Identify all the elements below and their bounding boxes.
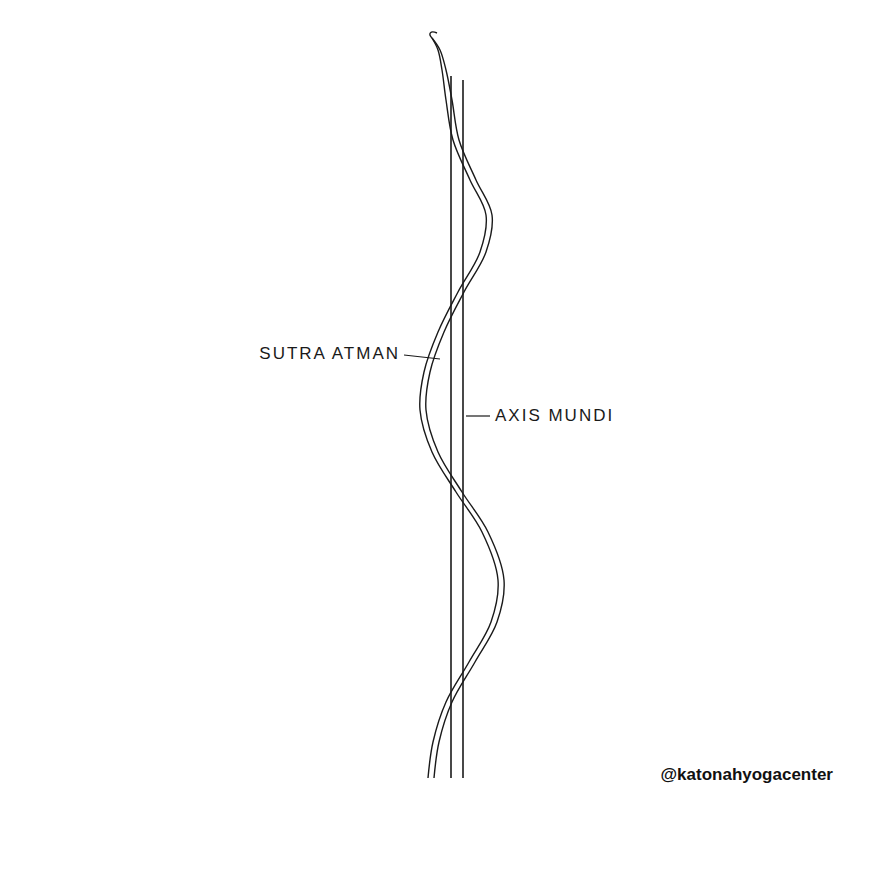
axis-line <box>450 76 452 778</box>
strand-edge <box>426 38 505 778</box>
leader-line <box>466 415 490 416</box>
strand-tip <box>430 32 437 38</box>
strand-edge <box>420 38 499 778</box>
leader-line <box>404 355 440 359</box>
strand <box>420 32 505 778</box>
part-label: AXIS MUNDI <box>495 406 614 426</box>
part-label: SUTRA ATMAN <box>259 344 400 364</box>
watermark: @katonahyogacenter <box>661 765 833 785</box>
